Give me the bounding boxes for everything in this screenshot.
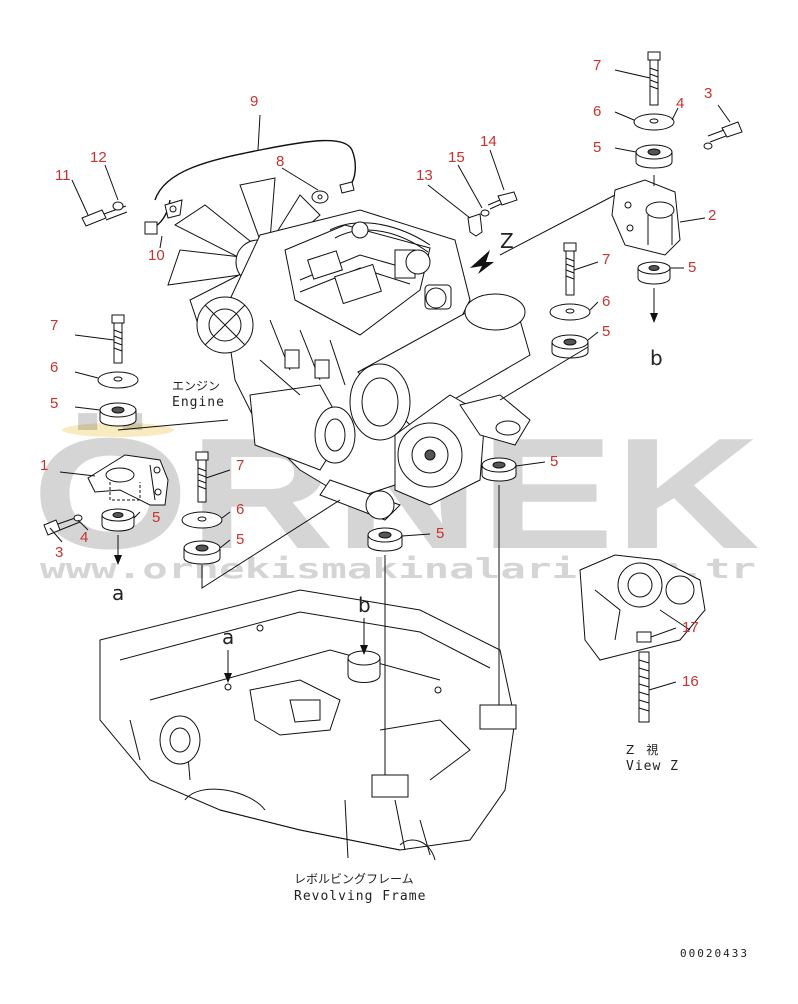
callout-6-right-center: 6 bbox=[602, 293, 610, 310]
frame-pad-b bbox=[347, 650, 381, 683]
washer-12 bbox=[112, 201, 124, 211]
ref-a-frame: a bbox=[222, 625, 234, 649]
leader-lines bbox=[49, 69, 731, 775]
starter-motor bbox=[249, 384, 356, 471]
engine-label-en: Engine bbox=[172, 395, 225, 410]
mount-right-rear bbox=[611, 51, 743, 323]
callout-7-left-front: 7 bbox=[50, 317, 58, 334]
alternator bbox=[196, 296, 254, 354]
muffler bbox=[349, 293, 531, 441]
callout-17: 17 bbox=[682, 619, 699, 636]
frame-label-jp: レボルビングフレーム bbox=[294, 872, 414, 886]
callout-15: 15 bbox=[448, 149, 465, 166]
callout-5-left-front-lower: 5 bbox=[152, 509, 160, 526]
flywheel-housing bbox=[394, 394, 486, 506]
callout-6-top-right: 6 bbox=[593, 103, 601, 120]
callout-11: 11 bbox=[55, 167, 71, 184]
frame-pad-center bbox=[371, 774, 409, 798]
callout-6-left-front: 6 bbox=[50, 359, 58, 376]
view-z-inset bbox=[579, 554, 706, 723]
callout-3-top-right: 3 bbox=[704, 85, 712, 102]
callout-5-right-lower: 5 bbox=[688, 259, 696, 276]
callout-13: 13 bbox=[416, 167, 433, 184]
washer-15 bbox=[480, 209, 490, 217]
callout-2: 2 bbox=[708, 207, 716, 224]
callout-16: 16 bbox=[682, 673, 699, 690]
view-z-label-en: View Z bbox=[626, 759, 679, 774]
callout-7-left-rear: 7 bbox=[236, 457, 244, 474]
frame-label-en: Revolving Frame bbox=[294, 889, 426, 904]
mount-left-rear bbox=[181, 451, 223, 565]
callout-14: 14 bbox=[480, 133, 497, 150]
engine-label-jp: エンジン bbox=[172, 379, 220, 393]
ref-b-frame: b bbox=[358, 593, 371, 617]
bolt-14 bbox=[487, 191, 518, 210]
mount-right-center bbox=[549, 242, 591, 359]
callout-5-top-right: 5 bbox=[593, 139, 601, 156]
frame-cushions bbox=[367, 457, 517, 552]
callout-7-top-right: 7 bbox=[593, 57, 601, 74]
callout-5-left-front: 5 bbox=[50, 395, 58, 412]
callout-5-frame-right: 5 bbox=[550, 453, 558, 470]
callout-1: 1 bbox=[40, 457, 48, 474]
callout-6-left-rear: 6 bbox=[236, 501, 244, 518]
captions: エンジン Engine Z a a b b Z 視 View Z レボルビングフ… bbox=[112, 229, 749, 960]
callout-5-left-rear: 5 bbox=[236, 531, 244, 548]
callout-8: 8 bbox=[276, 153, 284, 170]
callout-10: 10 bbox=[148, 247, 165, 264]
ground-cable bbox=[144, 139, 357, 235]
callout-4-left-front: 4 bbox=[80, 529, 88, 546]
callout-12: 12 bbox=[90, 149, 107, 166]
callout-5-right-center: 5 bbox=[602, 323, 610, 340]
view-z-marker: Z bbox=[500, 229, 514, 253]
ref-b-upper: b bbox=[650, 346, 663, 370]
ref-a-upper: a bbox=[112, 581, 124, 605]
view-z-arrow bbox=[470, 250, 494, 274]
callout-5-frame-center: 5 bbox=[436, 525, 444, 542]
document-number: 00020433 bbox=[680, 947, 749, 960]
callout-3-left-front: 3 bbox=[55, 544, 63, 561]
revolving-frame bbox=[99, 589, 517, 861]
frame-pad-right bbox=[479, 704, 517, 730]
view-z-label-jp: Z 視 bbox=[626, 742, 658, 757]
engine-assembly bbox=[167, 177, 531, 521]
callout-7-right-center: 7 bbox=[602, 251, 610, 268]
callouts: 9 8 12 11 10 13 15 14 7 6 4 3 5 2 5 7 6 … bbox=[40, 57, 716, 690]
bracket-13 bbox=[467, 213, 483, 237]
callout-9: 9 bbox=[250, 93, 258, 110]
mount-left-front bbox=[43, 314, 169, 565]
callout-4-top-right: 4 bbox=[676, 95, 684, 112]
